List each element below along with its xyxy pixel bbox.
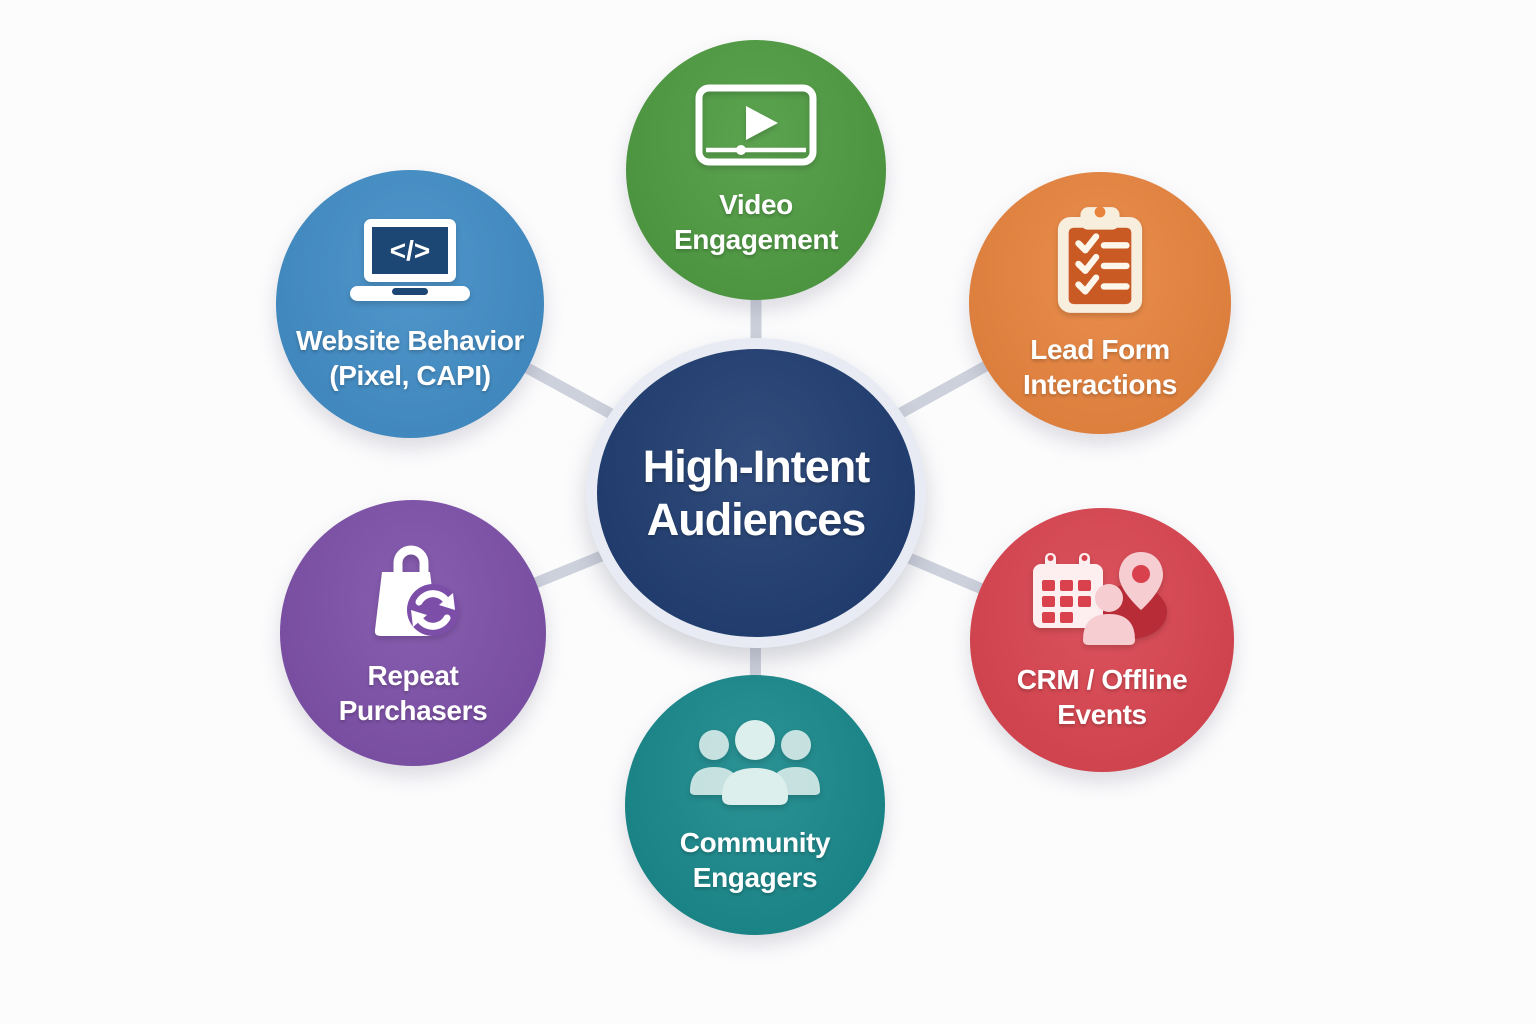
code-glyph: </> [390,235,430,266]
node-video-engagement: Video Engagement [626,40,886,300]
node-repeat-purchasers: Repeat Purchasers [280,500,546,766]
node-label-line-2: Purchasers [338,695,488,726]
shopping-bag-refresh-icon [374,545,459,636]
people-group-icon [690,719,820,805]
bag-handle [393,545,429,579]
node-lead-form-interactions: Lead Form Interactions [969,172,1231,434]
calendar-person-location-icon [1033,551,1167,645]
node-label-line-2: Interactions [1023,369,1177,400]
center-node-label: High-Intent Audiences [642,440,870,546]
checklist-clipboard-icon [1057,206,1143,313]
node-label-line-1: CRM / Offline [1016,663,1188,695]
node-crm-offline-events: CRM / Offline Events [970,508,1234,772]
calendar [1033,552,1103,628]
node-label: Website Behavior (Pixel, CAPI) [296,323,524,394]
node-label-line-1: Website Behavior [295,324,525,356]
node-label: Lead Form Interactions [1023,332,1177,403]
node-label-line-1: Repeat [367,659,459,691]
node-label-line-2: Engagement [673,224,839,255]
node-label-line-1: Community [679,826,831,858]
play-triangle [746,105,778,140]
node-label-line-2: (Pixel, CAPI) [329,360,491,391]
laptop-code-icon: </> [350,218,470,301]
center-label-line-1: High-Intent [642,440,870,492]
node-label: Video Engagement [674,187,838,258]
person-silhouette [1083,583,1135,645]
center-node-high-intent-audiences: High-Intent Audiences [586,338,926,648]
node-label: CRM / Offline Events [1017,662,1188,733]
node-label-line-2: Engagers [692,862,818,893]
node-label-line-1: Lead Form [1030,333,1170,365]
node-label: Community Engagers [679,825,831,896]
node-community-engagers: Community Engagers [625,675,885,935]
video-player-icon [695,84,817,166]
node-label-line-2: Events [1057,699,1147,730]
node-label: Repeat Purchasers [339,658,488,729]
node-label-line-1: Video [719,188,793,220]
node-website-behavior: </> Website Behavior (Pixel, CAPI) [276,170,544,438]
center-label-line-2: Audiences [646,494,867,545]
